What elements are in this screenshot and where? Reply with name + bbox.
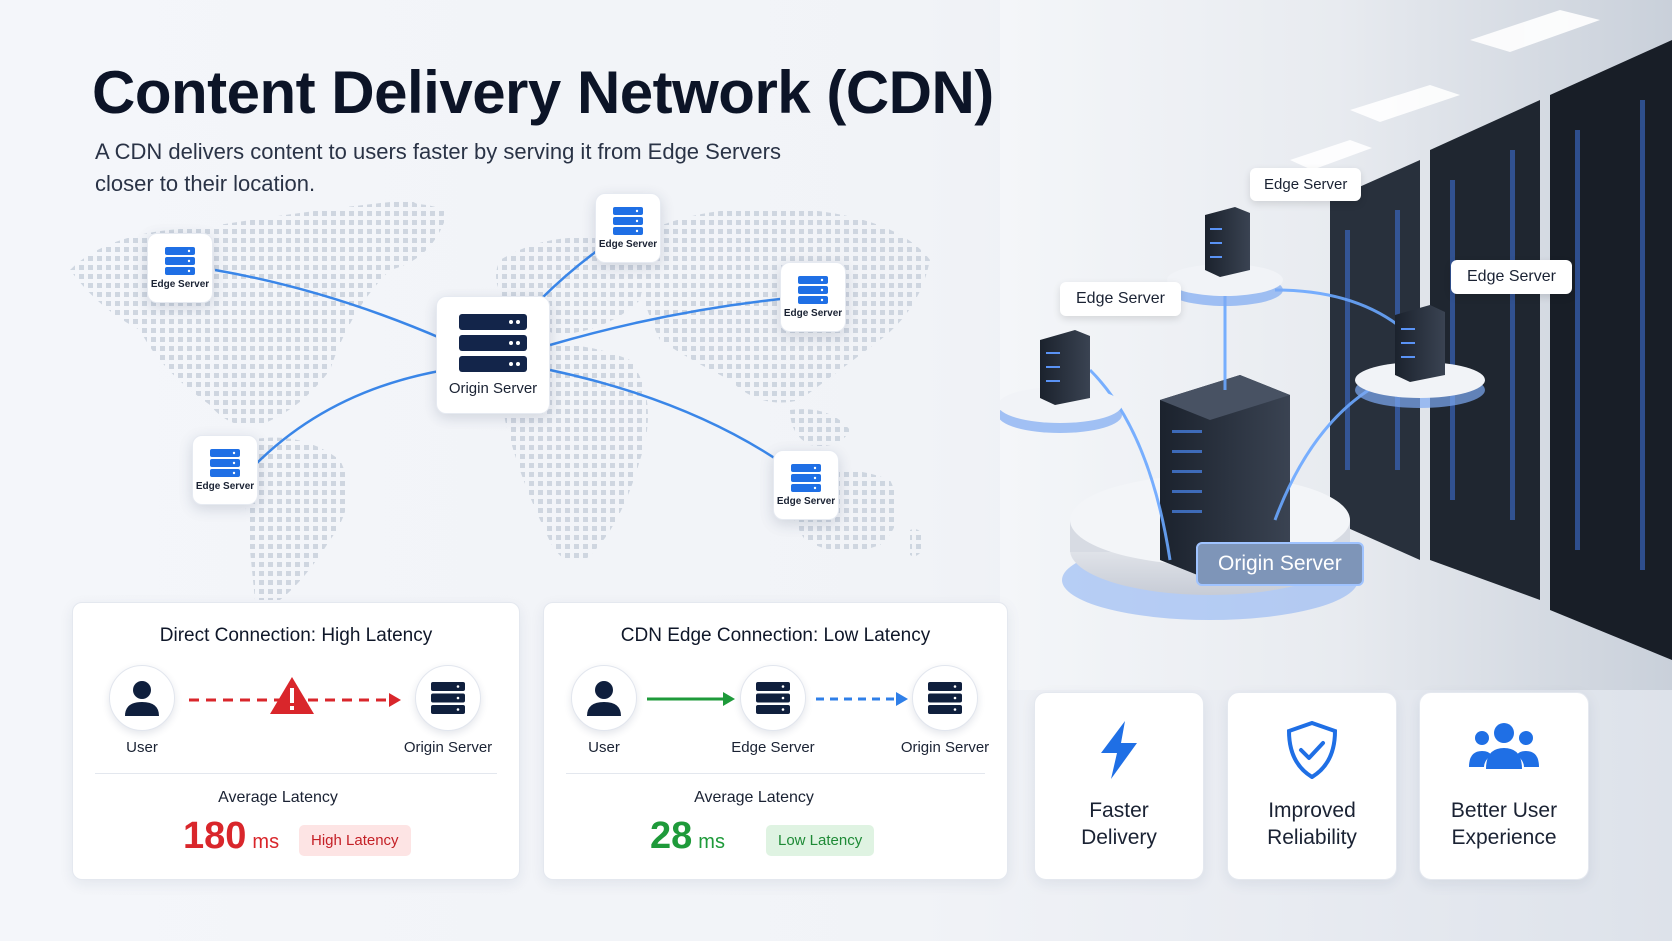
link-origin-na [214,268,446,342]
cdn-edge-label: Edge Server [731,739,815,756]
cdn-user-node [571,665,637,731]
edge-server-icon [798,275,828,304]
server-icon [431,682,465,714]
edge-server-icon [613,206,643,235]
direct-origin-node [415,665,481,731]
illustration-edge-label-top: Edge Server [1250,168,1362,201]
cdn-divider [566,773,985,774]
lightning-icon [1101,721,1137,779]
users-icon [1469,723,1539,769]
edge-server-label: Edge Server [195,480,255,492]
warning-icon [270,677,314,714]
direct-divider [95,773,497,774]
cdn-user-label: User [588,739,620,756]
cdn-world-map: Origin Server Edge Server Edge Server Ed… [50,193,990,600]
link-origin-asia [549,296,791,347]
benefit-line1: Improved [1268,799,1356,822]
edge-server-label: Edge Server [783,307,843,319]
map-edge-server-australia: Edge Server [773,450,839,520]
link-origin-sa [254,368,446,466]
illustration-edge-label-right: Edge Server [1451,260,1572,294]
direct-dashed-arrow [189,693,401,707]
illustration-origin-label: Origin Server [1196,542,1364,586]
map-edge-server-europe: Edge Server [595,193,661,263]
cdn-origin-label: Origin Server [900,739,990,756]
edge-server-label: Edge Server [150,278,210,290]
cdn-origin-node [912,665,978,731]
cdn-connection-card: CDN Edge Connection: Low Latency User Ed… [543,602,1008,880]
benefit-line1: Better User [1450,799,1558,822]
benefit-line1: Faster [1089,799,1149,822]
low-latency-badge: Low Latency [766,825,875,856]
server-icon [928,682,962,714]
page-subtitle: A CDN delivers content to users faster b… [95,139,781,196]
map-edge-server-asia: Edge Server [780,262,846,332]
datacenter-illustration: Edge Server Edge Server Edge Server Orig… [1000,0,1672,690]
direct-user-node [109,665,175,731]
origin-server-label: Origin Server [448,379,538,397]
direct-latency-number: 180 [183,815,247,857]
direct-card-title: Direct Connection: High Latency [159,625,433,646]
map-edge-server-south-america: Edge Server [192,435,258,505]
benefit-line2: Delivery [1081,826,1157,849]
shield-check-icon [1286,721,1338,779]
edge-server-icon [165,246,195,275]
map-origin-server-node: Origin Server [436,296,550,414]
cdn-latency-number: 28 [650,815,693,857]
cdn-edge-node [740,665,806,731]
benefit-line2: Experience [1451,826,1557,849]
edge-server-icon [210,448,240,477]
high-latency-badge: High Latency [299,825,411,856]
cdn-card-title: CDN Edge Connection: Low Latency [620,625,931,646]
link-origin-aus [549,368,786,467]
direct-origin-label: Origin Server [403,739,493,756]
server-icon [756,682,790,714]
cdn-avg-label: Average Latency [694,789,814,806]
edge-server-label: Edge Server [776,495,836,507]
user-icon [587,681,621,716]
direct-user-label: User [126,739,158,756]
benefit-line2: Reliability [1267,826,1357,849]
edge-server-icon [791,463,821,492]
origin-server-icon [459,313,527,372]
cdn-solid-arrow [647,692,735,706]
cdn-dashed-arrow [816,692,908,706]
datacenter-scene [1000,0,1672,690]
direct-latency-unit: ms [252,831,280,853]
map-edge-server-north-america: Edge Server [147,233,213,303]
page-title: Content Delivery Network (CDN) [92,59,994,126]
direct-connection-card: Direct Connection: High Latency User Ori… [72,602,520,880]
illustration-edge-label-left: Edge Server [1060,282,1181,316]
edge-server-label: Edge Server [598,238,658,250]
cdn-latency-unit: ms [698,831,725,853]
user-icon [125,681,159,716]
direct-avg-label: Average Latency [218,789,338,806]
